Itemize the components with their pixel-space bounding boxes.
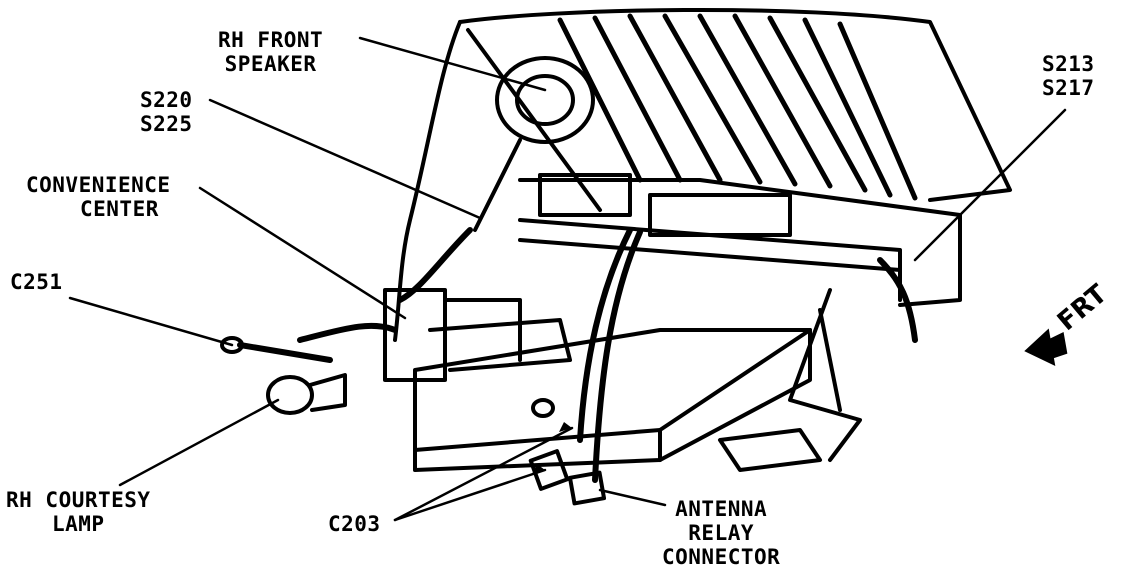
leader-rh-courtesy-lamp <box>118 398 280 487</box>
label-line: RH COURTESY <box>6 488 151 512</box>
label-line: CONNECTOR <box>662 545 781 569</box>
leader-lines <box>68 36 1067 522</box>
leader-c203-a <box>393 468 547 522</box>
convenience-center-box <box>383 288 572 382</box>
wire-harness <box>237 227 918 483</box>
dash-ribs <box>557 13 918 201</box>
support-brackets <box>718 288 862 472</box>
label-line: C251 <box>10 270 63 294</box>
dash-panel <box>393 7 1012 342</box>
label-s220-s225: S220 S225 <box>140 88 193 136</box>
label-convenience-center: CONVENIENCE CENTER <box>26 173 171 221</box>
leader-antenna-relay <box>598 488 667 507</box>
label-line: SPEAKER <box>224 52 317 76</box>
front-direction-indicator: FRT <box>1022 279 1126 366</box>
label-line: LAMP <box>52 512 105 536</box>
leader-convenience-center <box>198 186 407 320</box>
leader-c251 <box>68 296 234 347</box>
label-s213-s217: S213 S217 <box>1042 52 1095 100</box>
leader-c203-b <box>393 426 574 522</box>
label-rh-courtesy-lamp: RH COURTESY LAMP <box>6 488 151 536</box>
cross-beam <box>518 173 962 307</box>
courtesy-lamp-shape <box>266 373 347 415</box>
label-line: RH FRONT <box>218 28 324 52</box>
label-antenna-relay-connector: ANTENNA RELAY CONNECTOR <box>662 497 780 569</box>
frt-arrow-icon <box>1024 328 1068 366</box>
leader-arrowheads <box>532 422 572 474</box>
label-line: ANTENNA <box>675 497 768 521</box>
module-tray <box>413 328 812 472</box>
leader-s220-s225 <box>208 98 482 220</box>
label-line: S217 <box>1042 76 1095 100</box>
label-line: S220 <box>140 88 193 112</box>
connector-shapes <box>220 336 607 506</box>
label-line: S225 <box>140 112 193 136</box>
speaker-shape <box>473 56 595 232</box>
label-line: CONVENIENCE <box>26 173 171 197</box>
label-line: CENTER <box>80 197 159 221</box>
label-c251: C251 <box>10 270 63 294</box>
label-rh-front-speaker: RH FRONT SPEAKER <box>218 28 323 76</box>
label-c203: C203 <box>328 512 381 536</box>
label-line: S213 <box>1042 52 1095 76</box>
leader-s213-s217 <box>913 108 1067 262</box>
label-line: C203 <box>328 512 381 536</box>
label-line: RELAY <box>688 521 754 545</box>
leader-rh-front-speaker <box>358 36 547 92</box>
